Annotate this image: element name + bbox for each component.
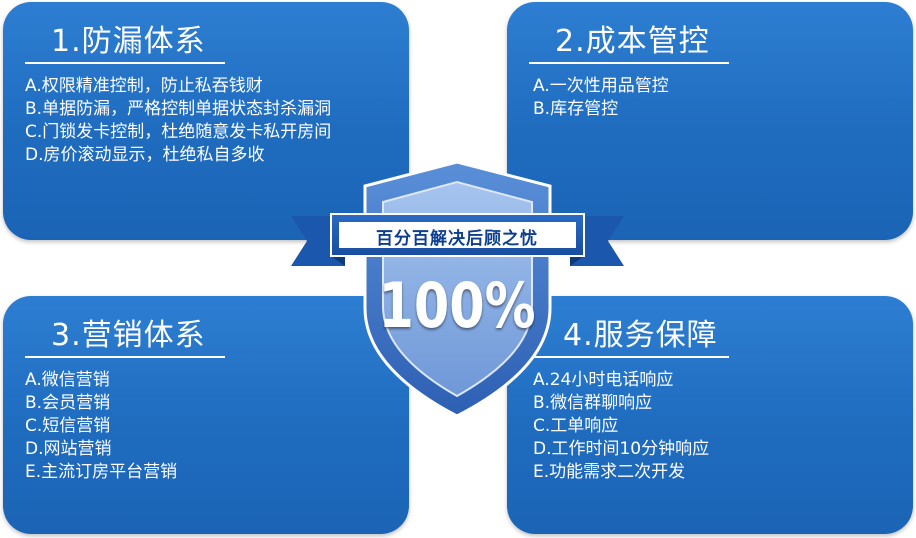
list-item: D.网站营销 bbox=[25, 439, 112, 459]
card-title: 3.营销体系 bbox=[51, 318, 206, 353]
card-title: 1.防漏体系 bbox=[51, 24, 206, 59]
list-item: B.单据防漏，严格控制单据状态封杀漏洞 bbox=[25, 99, 332, 119]
list-item: B.会员营销 bbox=[25, 393, 111, 413]
guarantee-shield: 百分百解决后顾之忧 100% bbox=[285, 158, 630, 420]
card-service-guarantee: 4.服务保障 A.24小时电话响应 B.微信群聊响应 C.工单响应 D.工作时间… bbox=[507, 296, 913, 534]
title-underline bbox=[25, 62, 225, 64]
shield-percent-text: 100% bbox=[378, 269, 536, 342]
list-item: C.短信营销 bbox=[25, 416, 111, 436]
card-leakage-prevention: 1.防漏体系 A.权限精准控制，防止私吞钱财 B.单据防漏，严格控制单据状态封杀… bbox=[3, 2, 409, 240]
list-item: C.工单响应 bbox=[533, 416, 619, 436]
title-underline bbox=[529, 62, 729, 64]
list-item: A.微信营销 bbox=[25, 370, 110, 390]
list-item: B.微信群聊响应 bbox=[533, 393, 653, 413]
card-marketing-system: 3.营销体系 A.微信营销 B.会员营销 C.短信营销 D.网站营销 E.主流订… bbox=[3, 296, 409, 534]
feature-list: A.权限精准控制，防止私吞钱财 B.单据防漏，严格控制单据状态封杀漏洞 C.门锁… bbox=[25, 75, 331, 167]
list-item: E.功能需求二次开发 bbox=[533, 462, 686, 482]
card-title: 2.成本管控 bbox=[555, 24, 710, 59]
list-item: E.主流订房平台营销 bbox=[25, 462, 178, 482]
list-item: C.门锁发卡控制，杜绝随意发卡私开房间 bbox=[25, 122, 332, 142]
title-underline bbox=[529, 356, 729, 358]
shield-banner-text: 百分百解决后顾之忧 bbox=[376, 229, 538, 249]
shield-icon bbox=[291, 160, 624, 418]
card-cost-control: 2.成本管控 A.一次性用品管控 B.库存管控 bbox=[507, 2, 913, 240]
feature-list: A.微信营销 B.会员营销 C.短信营销 D.网站营销 E.主流订房平台营销 bbox=[25, 369, 177, 484]
list-item: D.工作时间10分钟响应 bbox=[533, 439, 710, 459]
list-item: A.权限精准控制，防止私吞钱财 bbox=[25, 76, 263, 96]
list-item: B.库存管控 bbox=[533, 99, 619, 119]
list-item: D.房价滚动显示，杜绝私自多收 bbox=[25, 145, 265, 165]
feature-list: A.24小时电话响应 B.微信群聊响应 C.工单响应 D.工作时间10分钟响应 … bbox=[533, 369, 709, 484]
card-title: 4.服务保障 bbox=[563, 318, 718, 353]
feature-list: A.一次性用品管控 B.库存管控 bbox=[533, 75, 669, 121]
title-underline bbox=[25, 356, 225, 358]
list-item: A.一次性用品管控 bbox=[533, 76, 669, 96]
list-item: A.24小时电话响应 bbox=[533, 370, 674, 390]
